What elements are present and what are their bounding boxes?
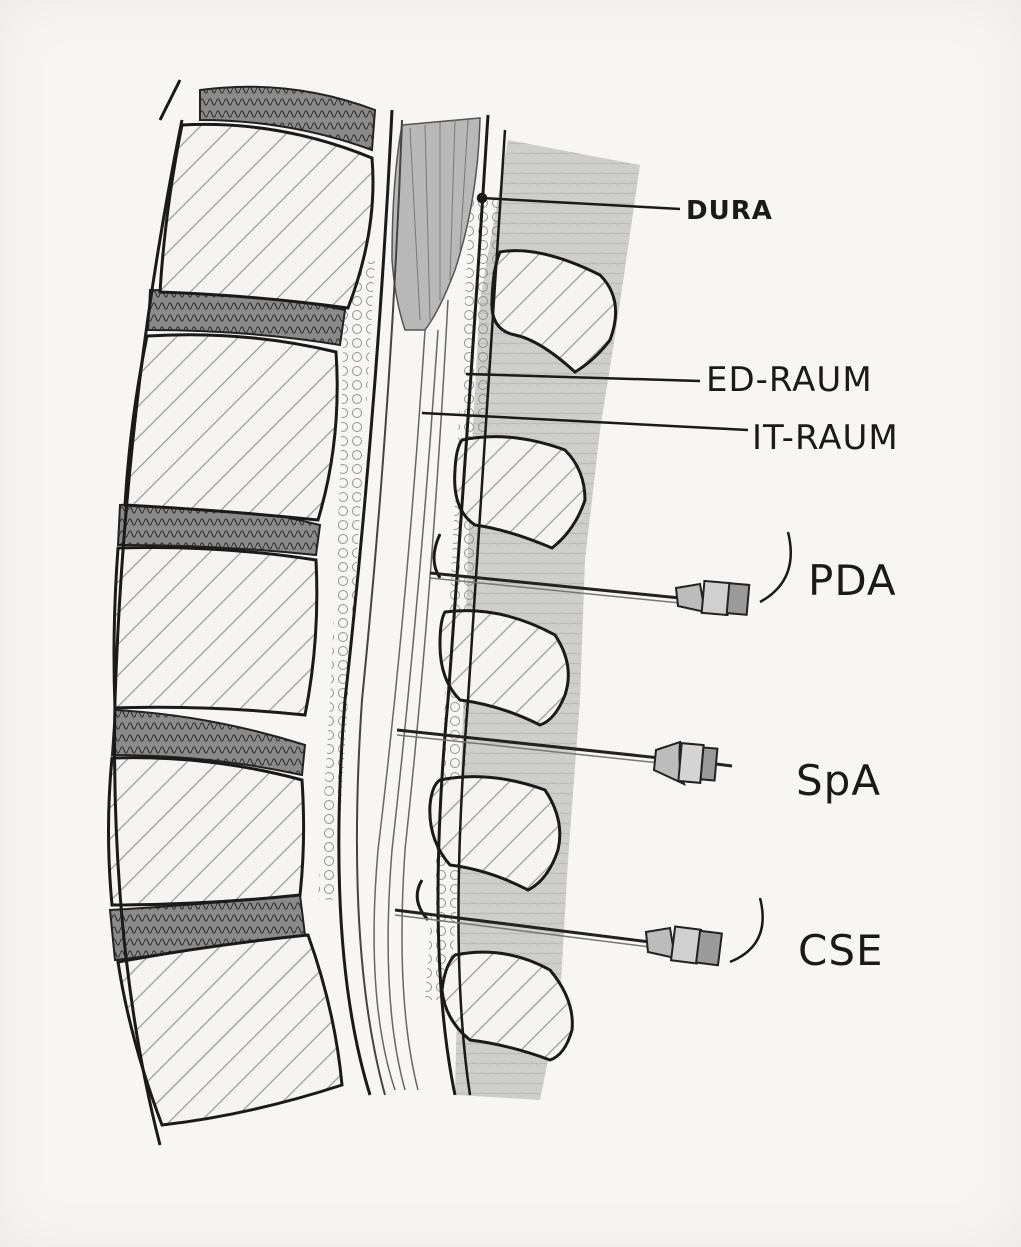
label-pda: PDA (808, 556, 897, 605)
vertebral-body-2 (125, 335, 337, 520)
dura-leader-dot (478, 194, 486, 202)
pda-bracket (760, 532, 791, 602)
label-cse: CSE (798, 926, 884, 975)
vertebral-bodies (109, 124, 374, 1125)
vertebral-body-5 (118, 935, 342, 1125)
vertebral-body-4 (109, 758, 304, 905)
vertebral-body-3 (114, 548, 317, 716)
vertebral-body-1 (160, 124, 373, 308)
label-ed-raum: ED-RAUM (706, 360, 873, 400)
label-spa: SpA (796, 756, 881, 805)
label-dura: DURA (686, 196, 773, 226)
label-it-raum: IT-RAUM (752, 418, 899, 458)
cse-bracket (730, 898, 763, 962)
